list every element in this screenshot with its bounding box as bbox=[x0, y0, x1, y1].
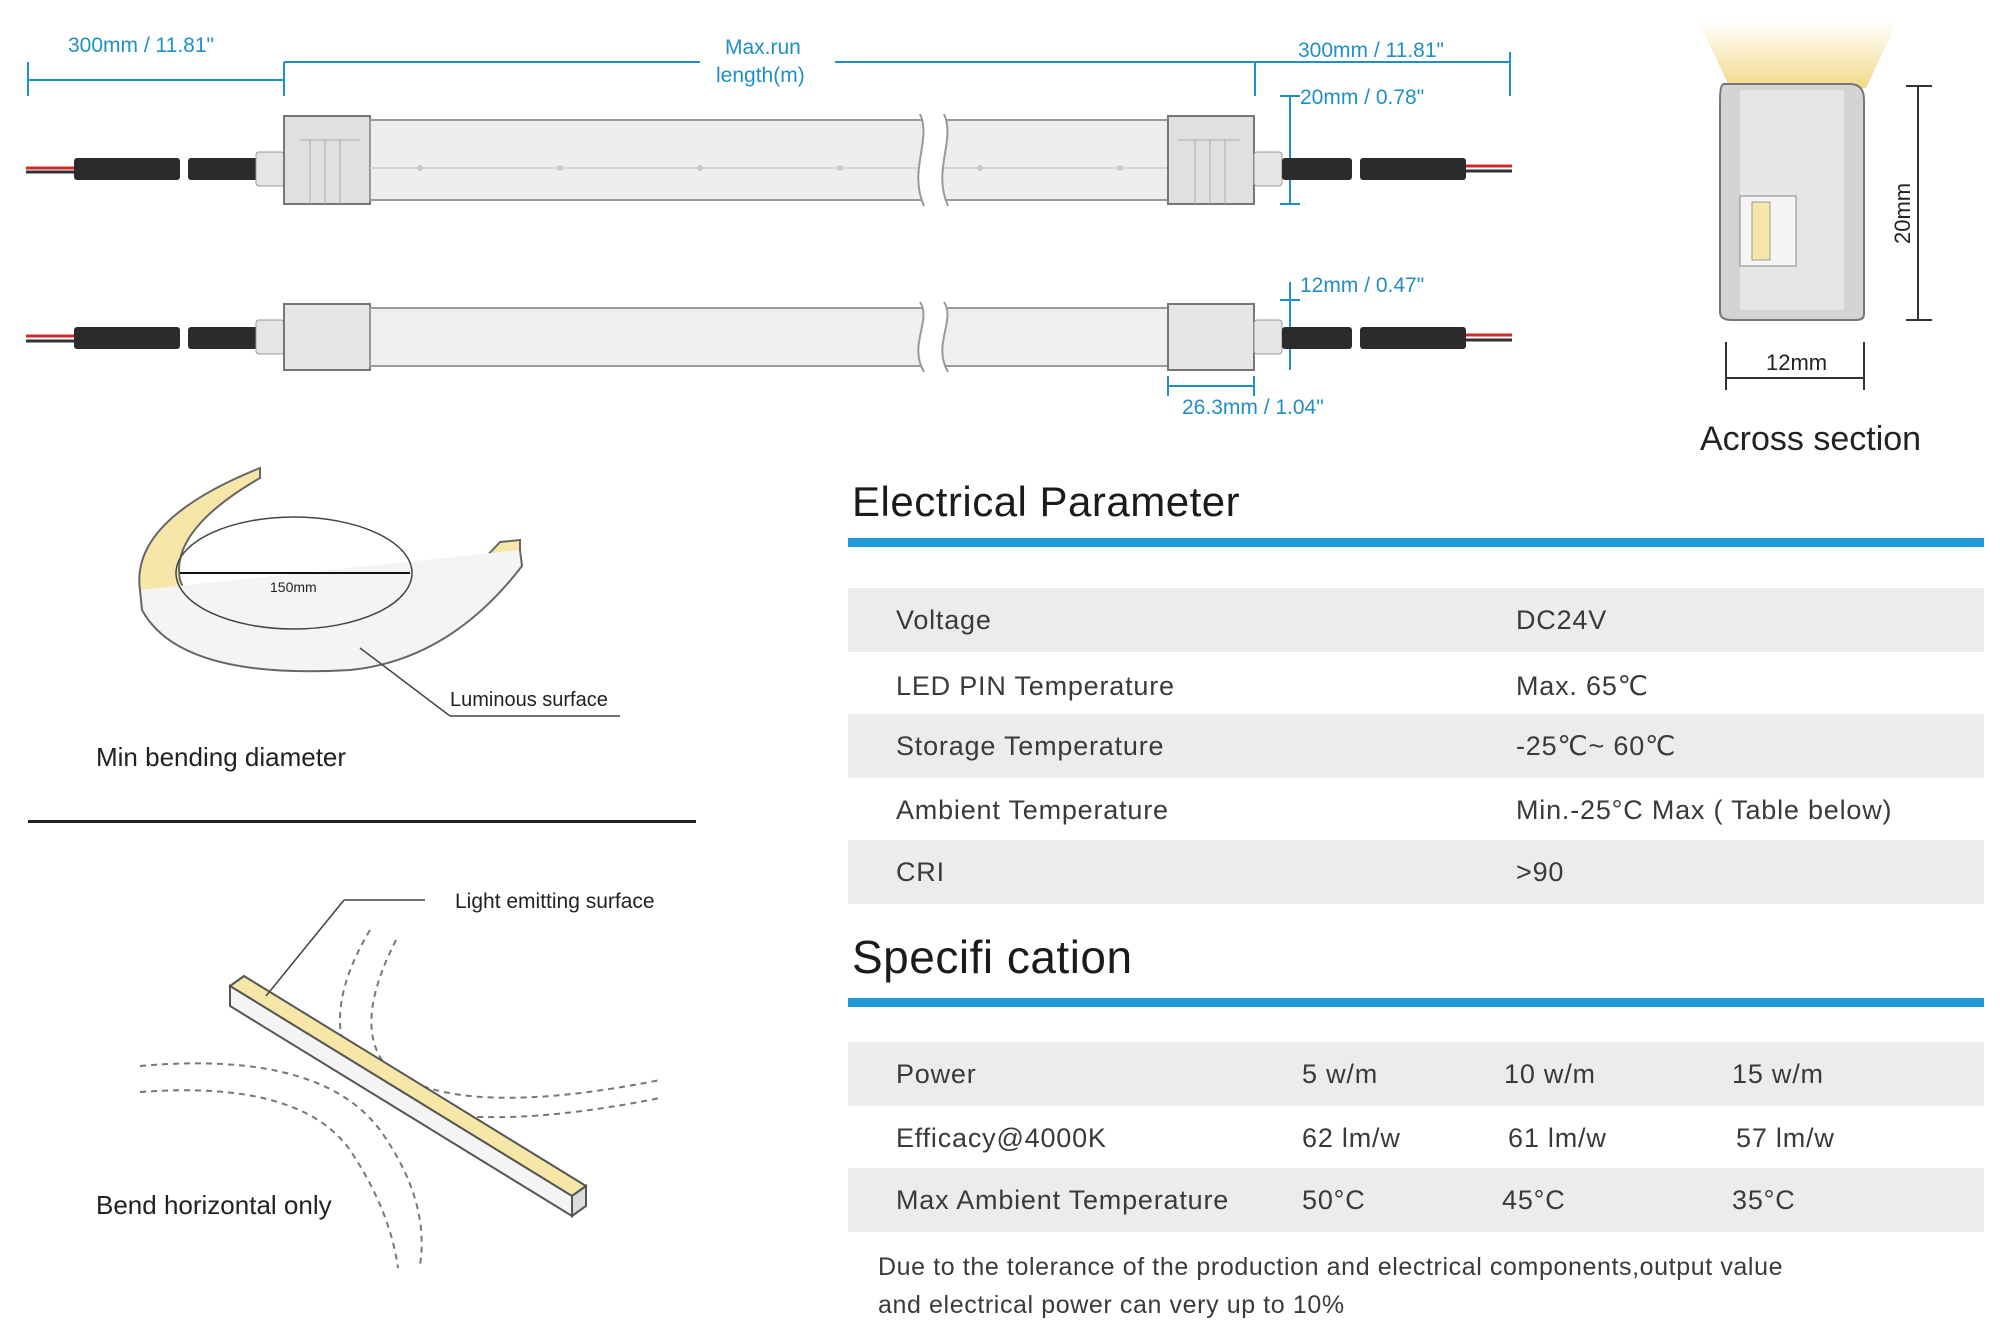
row-label: Storage Temperature bbox=[896, 730, 1165, 761]
bend-direction-diagram: Light emitting surface bbox=[139, 890, 661, 1269]
dimension-lines bbox=[27, 52, 1511, 396]
spec-label: Efficacy@4000K bbox=[896, 1122, 1107, 1153]
endcap-length-label: 26.3mm / 1.04" bbox=[1182, 396, 1324, 419]
width-side-label: 12mm / 0.47" bbox=[1300, 274, 1424, 297]
table-row: Power 5 w/m 10 w/m 15 w/m bbox=[848, 1042, 1984, 1106]
electrical-title: Electrical Parameter bbox=[852, 478, 1241, 525]
electrical-rule bbox=[848, 538, 1984, 547]
cross-section-caption: Across section bbox=[1700, 420, 1922, 458]
spec-value-1: 50°C bbox=[1302, 1184, 1366, 1215]
note-line-2: and electrical power can very up to 10% bbox=[878, 1291, 1345, 1319]
cross-section-diagram: 20mm 12mm bbox=[1698, 20, 1932, 390]
spec-label: Max Ambient Temperature bbox=[896, 1184, 1230, 1215]
max-run-label-2: length(m) bbox=[716, 64, 805, 87]
row-label: LED PIN Temperature bbox=[896, 670, 1175, 701]
light-emitting-surface-label: Light emitting surface bbox=[455, 890, 655, 913]
strip-dimension-diagram: 300mm / 11.81" Max.run length(m) 300mm /… bbox=[26, 34, 1512, 419]
spec-value-1: 5 w/m bbox=[1302, 1058, 1379, 1089]
row-value: DC24V bbox=[1516, 604, 1608, 635]
row-label: Voltage bbox=[896, 604, 992, 635]
spec-value-3: 57 lm/w bbox=[1736, 1122, 1835, 1153]
table-row: Ambient Temperature Min.-25°C Max ( Tabl… bbox=[848, 778, 1984, 842]
bend-direction-caption: Bend horizontal only bbox=[96, 1190, 332, 1220]
spec-value-2: 45°C bbox=[1502, 1184, 1566, 1215]
right-lead-label: 300mm / 11.81" bbox=[1298, 39, 1444, 62]
luminous-surface-label: Luminous surface bbox=[450, 689, 608, 711]
row-value: >90 bbox=[1516, 856, 1565, 887]
table-row: Voltage DC24V bbox=[848, 588, 1984, 652]
table-row: LED PIN Temperature Max. 65℃ bbox=[848, 654, 1984, 718]
table-row: Storage Temperature -25℃~ 60℃ bbox=[848, 714, 1984, 778]
strip-side-view bbox=[26, 113, 1512, 207]
row-value: Min.-25°C Max ( Table below) bbox=[1516, 794, 1893, 825]
row-value: Max. 65℃ bbox=[1516, 670, 1649, 701]
row-label: CRI bbox=[896, 856, 945, 887]
max-run-label-1: Max.run bbox=[725, 36, 801, 59]
divider-line bbox=[28, 820, 696, 823]
spec-value-3: 35°C bbox=[1732, 1184, 1796, 1215]
table-row: Efficacy@4000K 62 lm/w 61 lm/w 57 lm/w bbox=[848, 1106, 1984, 1170]
light-glow bbox=[1698, 20, 1898, 88]
spec-value-3: 15 w/m bbox=[1732, 1058, 1824, 1089]
strip-top-view bbox=[26, 301, 1512, 373]
cross-height-label: 20mm bbox=[1890, 183, 1915, 244]
tolerance-note: Due to the tolerance of the production a… bbox=[878, 1248, 1783, 1324]
spec-label: Power bbox=[896, 1058, 977, 1089]
left-lead-label: 300mm / 11.81" bbox=[68, 34, 214, 57]
row-label: Ambient Temperature bbox=[896, 794, 1169, 825]
cross-width-label: 12mm bbox=[1766, 350, 1827, 375]
bending-diameter-diagram: 150mm Luminous surface bbox=[138, 466, 620, 717]
specification-title: Specifi cation bbox=[852, 931, 1133, 983]
diameter-label: 150mm bbox=[270, 579, 317, 595]
spec-value-1: 62 lm/w bbox=[1302, 1122, 1401, 1153]
spec-value-2: 61 lm/w bbox=[1508, 1122, 1607, 1153]
note-line-1: Due to the tolerance of the production a… bbox=[878, 1253, 1784, 1281]
height-side-label: 20mm / 0.78" bbox=[1300, 86, 1424, 109]
table-row: Max Ambient Temperature 50°C 45°C 35°C bbox=[848, 1168, 1984, 1232]
table-row: CRI >90 bbox=[848, 840, 1984, 904]
bending-caption: Min bending diameter bbox=[96, 742, 347, 772]
spec-value-2: 10 w/m bbox=[1504, 1058, 1596, 1089]
specification-rule bbox=[848, 998, 1984, 1007]
row-value: -25℃~ 60℃ bbox=[1516, 730, 1677, 761]
